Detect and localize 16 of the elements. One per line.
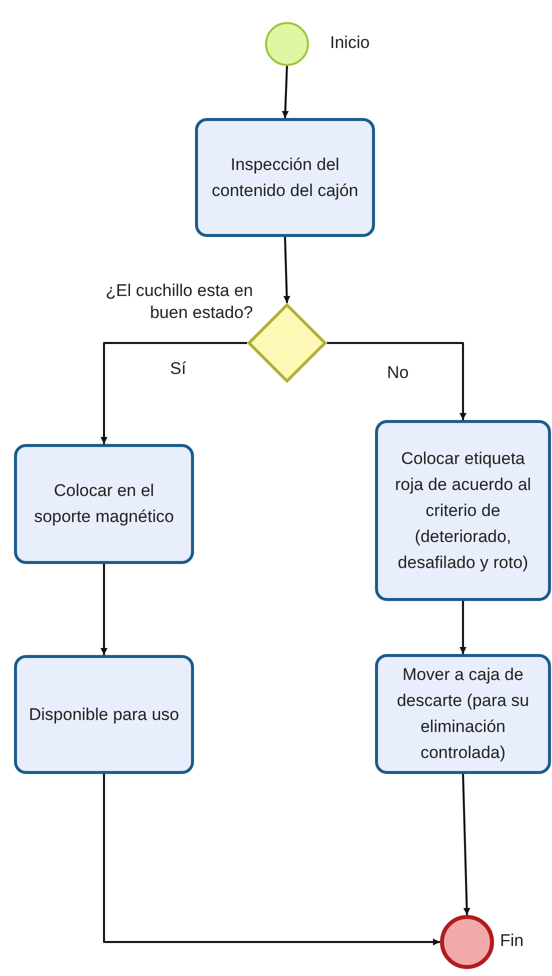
process-box: Colocar en el soporte magnético (14, 444, 194, 564)
process-box: Inspección del contenido del cajón (195, 118, 375, 237)
arrow (462, 774, 470, 916)
arrow (103, 774, 440, 946)
process-box: Colocar etiqueta roja de acuerdo al criterio de (deteriorado, desafilado y roto) (375, 420, 551, 601)
process-box: Mover a caja de descarte (para su eliminación controlada) (375, 654, 551, 774)
arrow (283, 236, 290, 304)
node-caption: Inicio (330, 32, 371, 54)
node-caption: ¿El cuchillo esta en buen estado? (104, 280, 253, 324)
arrow (282, 66, 289, 118)
arrow (460, 601, 466, 654)
process-box: Disponible para uso (14, 655, 194, 774)
arrow (100, 342, 247, 444)
arrow (100, 564, 108, 655)
node-caption: Fin (500, 930, 525, 952)
arrow (327, 342, 466, 420)
